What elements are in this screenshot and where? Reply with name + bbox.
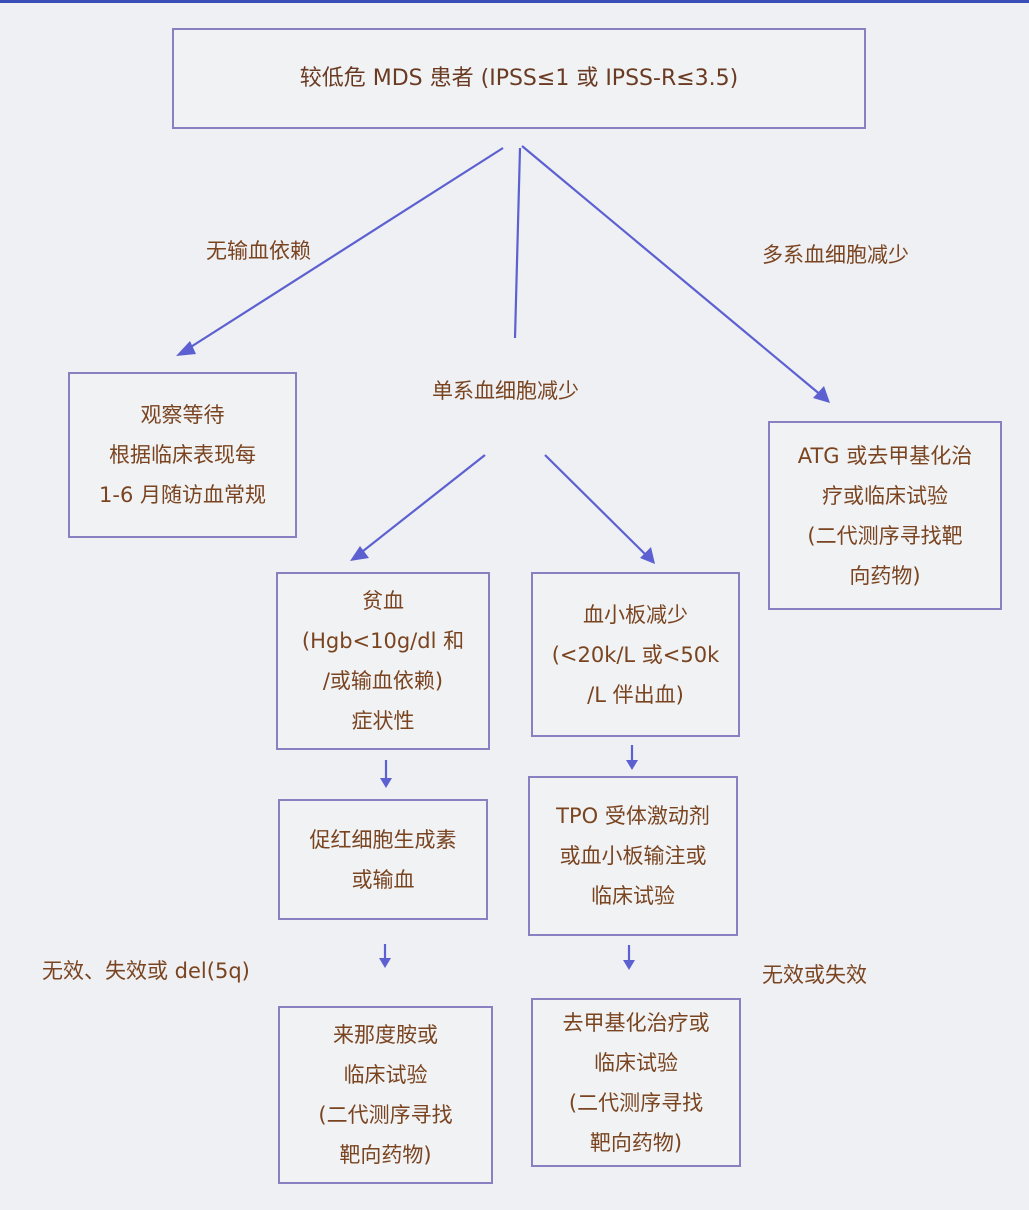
box-line: 较低危 MDS 患者 (IPSS≤1 或 IPSS-R≤3.5) bbox=[299, 65, 739, 91]
box-line: 或血小板输注或 bbox=[559, 844, 707, 868]
arrow-root-to-single bbox=[513, 147, 522, 339]
box-atg-or-hma: ATG 或去甲基化治 疗或临床试验 (二代测序寻找靶 向药物) bbox=[768, 421, 1002, 610]
arrow-root-to-observe bbox=[185, 147, 504, 351]
arrowhead-platelet bbox=[640, 547, 655, 564]
box-tpo-agonist: TPO 受体激动剂 或血小板输注或 临床试验 bbox=[528, 776, 738, 936]
arrowhead-observe bbox=[176, 341, 196, 356]
box-lenalidomide: 来那度胺或 临床试验 (二代测序寻找 靶向药物) bbox=[278, 1006, 493, 1184]
label-no-transfusion-dependence: 无输血依赖 bbox=[206, 239, 311, 263]
arrow-single-to-platelet bbox=[544, 454, 649, 558]
top-border-line bbox=[0, 0, 1029, 3]
box-line: (<20k/L 或<50k bbox=[551, 642, 720, 667]
arrowhead-atg bbox=[813, 386, 830, 403]
box-line: 向药物) bbox=[849, 563, 921, 588]
arrowhead-anemia bbox=[350, 546, 369, 561]
box-line: (二代测序寻找靶 bbox=[807, 523, 963, 548]
box-line: 血小板减少 bbox=[583, 602, 688, 627]
box-line: 根据临床表现每 bbox=[109, 443, 256, 467]
box-line: (二代测序寻找 bbox=[568, 1090, 704, 1115]
box-line: ATG 或去甲基化治 bbox=[797, 443, 973, 468]
box-line: 临床试验 bbox=[594, 1050, 678, 1075]
label-single-lineage-cytopenia: 单系血细胞减少 bbox=[432, 379, 579, 403]
label-failure: 无效或失效 bbox=[762, 963, 867, 987]
box-line: /L 伴出血) bbox=[587, 682, 684, 707]
box-line: 临床试验 bbox=[343, 1063, 428, 1087]
box-line: 贫血 bbox=[362, 589, 404, 613]
box-line: 观察等待 bbox=[140, 403, 225, 427]
box-line: 症状性 bbox=[351, 709, 415, 733]
label-failure-or-del5q: 无效、失效或 del(5q) bbox=[42, 959, 250, 983]
box-line: 来那度胺或 bbox=[333, 1023, 438, 1047]
box-hypomethylating: 去甲基化治疗或 临床试验 (二代测序寻找 靶向药物) bbox=[531, 998, 741, 1167]
box-line: TPO 受体激动剂 bbox=[556, 804, 710, 828]
arrowhead-lenalidomide bbox=[379, 958, 391, 968]
box-line: 靶向药物) bbox=[339, 1143, 432, 1167]
box-line: /或输血依赖) bbox=[322, 669, 444, 693]
box-line: 疗或临床试验 bbox=[822, 483, 948, 508]
box-line: (二代测序寻找 bbox=[318, 1103, 453, 1127]
arrow-single-to-anemia bbox=[357, 454, 486, 556]
arrowhead-tpo bbox=[626, 760, 638, 770]
box-watch-and-wait: 观察等待 根据临床表现每 1-6 月随访血常规 bbox=[68, 372, 297, 538]
box-lower-risk-mds: 较低危 MDS 患者 (IPSS≤1 或 IPSS-R≤3.5) bbox=[172, 28, 866, 129]
box-line: 1-6 月随访血常规 bbox=[99, 483, 266, 507]
label-multi-lineage-cytopenia: 多系血细胞减少 bbox=[762, 243, 909, 267]
arrow-root-to-atg bbox=[521, 145, 823, 397]
box-anemia: 贫血 (Hgb<10g/dl 和 /或输血依赖) 症状性 bbox=[276, 572, 490, 750]
arrowhead-epo bbox=[380, 778, 392, 788]
arrowhead-hma bbox=[623, 960, 635, 970]
box-line: 促红细胞生成素 bbox=[309, 827, 457, 852]
box-line: 靶向药物) bbox=[589, 1130, 683, 1155]
box-line: 或输血 bbox=[351, 867, 415, 892]
box-epo-or-transfusion: 促红细胞生成素 或输血 bbox=[278, 799, 488, 920]
box-line: (Hgb<10g/dl 和 bbox=[301, 629, 465, 653]
box-line: 临床试验 bbox=[591, 884, 675, 908]
box-line: 去甲基化治疗或 bbox=[562, 1010, 710, 1035]
box-thrombocytopenia: 血小板减少 (<20k/L 或<50k /L 伴出血) bbox=[531, 572, 740, 737]
